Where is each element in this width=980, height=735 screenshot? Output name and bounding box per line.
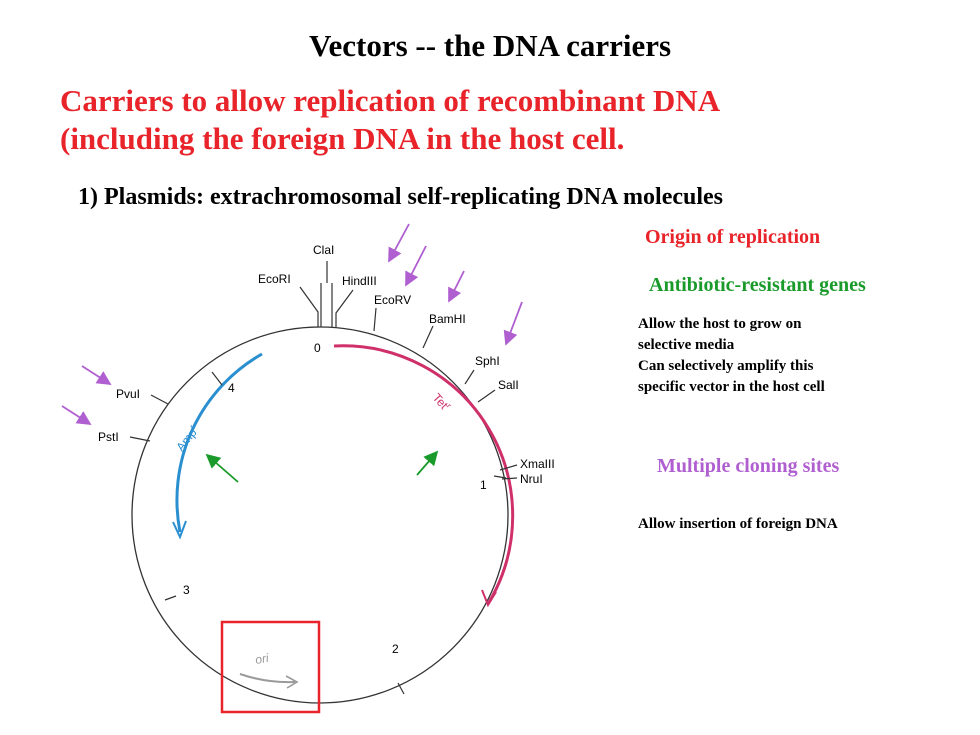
tet-gene-label: Tetr — [430, 390, 454, 414]
sphi-line — [464, 369, 475, 385]
subtitle: Carriers to allow replication of recombi… — [60, 82, 940, 158]
xmaiii-line — [499, 464, 518, 471]
marker-1-tick — [493, 475, 507, 479]
site-lines — [129, 261, 518, 695]
subtitle-line-1: Carriers to allow replication of recombi… — [60, 83, 721, 118]
tet-gene-arc — [333, 344, 515, 605]
site-ecorv: EcoRV — [374, 293, 411, 307]
marker-2: 2 — [392, 642, 399, 656]
psti-line — [129, 436, 151, 442]
antibiotic-text-1: Allow the host to grow on — [638, 316, 802, 332]
marker-4-tick — [211, 371, 223, 386]
mcs-text: Allow insertion of foreign DNA — [638, 516, 838, 532]
mcs-arrow-sphi — [503, 301, 523, 346]
mcs-arrow-clai — [388, 223, 410, 263]
site-xmaiii: XmaIII — [520, 457, 555, 471]
site-psti: PstI — [98, 430, 119, 444]
subtitle-line-2: (including the foreign DNA in the host c… — [60, 121, 625, 156]
site-nrui: NruI — [520, 472, 543, 486]
ori-arrowhead — [285, 675, 299, 689]
mcs-arrow-pvui — [81, 365, 112, 385]
site-sali: SalI — [498, 378, 519, 392]
site-pvui: PvuI — [116, 387, 140, 401]
marker-0: 0 — [314, 341, 321, 355]
marker-4: 4 — [228, 381, 235, 395]
site-bamhi: BamHI — [429, 312, 466, 326]
ori-highlight-box — [220, 620, 321, 714]
nrui-line — [501, 477, 518, 480]
ecorv-line — [373, 307, 377, 332]
ori-label: ori — [254, 651, 270, 667]
pvui-line — [150, 394, 169, 405]
mcs-arrow-psti — [61, 405, 92, 425]
point-plasmids: 1) Plasmids: extrachromosomal self-repli… — [78, 184, 724, 210]
marker-1: 1 — [480, 478, 487, 492]
mcs-arrow-hindiii — [405, 245, 427, 287]
ecori-line — [299, 286, 319, 327]
amp-pointer-arrow — [205, 453, 239, 483]
antibiotic-text-3: Can selectively amplify this — [638, 358, 814, 374]
antibiotic-heading: Antibiotic-resistant genes — [649, 274, 866, 296]
site-ecori: EcoRI — [258, 272, 291, 286]
mcs-heading: Multiple cloning sites — [657, 455, 840, 477]
marker-3-tick — [164, 595, 177, 601]
antibiotic-text-2: selective media — [638, 337, 735, 353]
ori-arc — [239, 673, 296, 684]
bamhi-line — [422, 325, 434, 349]
clai-line — [320, 261, 333, 327]
slide-title: Vectors -- the DNA carriers — [308, 28, 672, 63]
tet-pointer-arrow — [416, 450, 439, 476]
marker-2-tick — [397, 682, 405, 695]
tet-gene-arrowhead — [481, 589, 497, 608]
mcs-arrow-ecorv — [448, 270, 465, 303]
hindiii-line — [335, 289, 354, 327]
amp-gene-arc — [175, 352, 263, 533]
amp-gene-label: Ampr — [173, 423, 202, 454]
site-sphi: SphI — [475, 354, 500, 368]
sali-line — [477, 389, 496, 403]
site-hindiii: HindIII — [342, 274, 377, 288]
marker-3: 3 — [183, 583, 190, 597]
antibiotic-text-4: specific vector in the host cell — [638, 379, 825, 395]
origin-heading: Origin of replication — [645, 226, 821, 248]
amp-gene-arrowhead — [172, 520, 187, 540]
site-clai: ClaI — [313, 243, 334, 257]
